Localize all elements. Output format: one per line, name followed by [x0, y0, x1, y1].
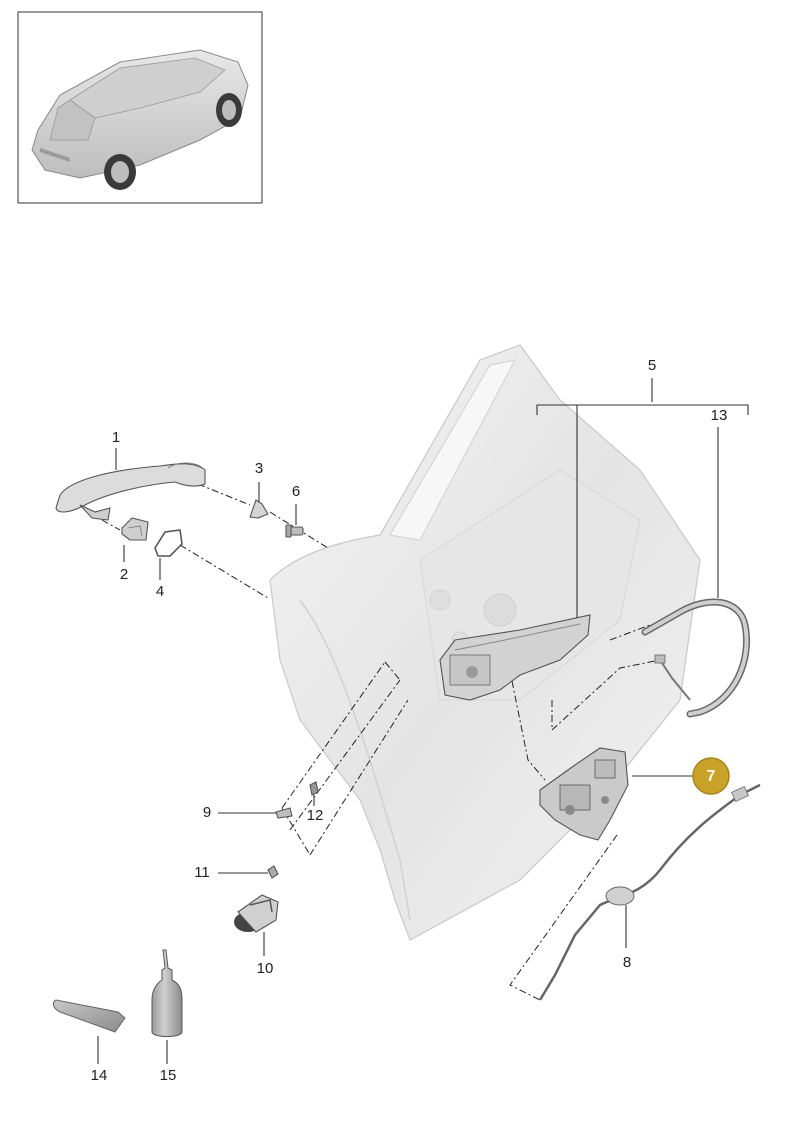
part-door-lock[interactable] — [539, 747, 629, 841]
callout-8[interactable]: 8 — [623, 954, 631, 971]
callout-10[interactable]: 10 — [257, 960, 274, 977]
callout-12[interactable]: 12 — [307, 807, 324, 824]
assembly-lines — [101, 483, 661, 1001]
part-screw-11[interactable] — [267, 865, 279, 879]
callout-1[interactable]: 1 — [112, 429, 120, 446]
part-bracket[interactable] — [249, 499, 269, 519]
callout-4[interactable]: 4 — [156, 583, 164, 600]
part-tube-14[interactable] — [52, 999, 126, 1033]
part-striker[interactable] — [234, 894, 279, 933]
part-bowden-cable-lock[interactable] — [538, 783, 761, 1001]
callout-15[interactable]: 15 — [160, 1067, 177, 1084]
callout-2[interactable]: 2 — [120, 566, 128, 583]
callout-13[interactable]: 13 — [711, 407, 728, 424]
part-gasket[interactable] — [154, 529, 183, 557]
suv-illustration — [31, 49, 249, 190]
leader-lines — [97, 378, 749, 1064]
part-clip-9[interactable] — [275, 807, 293, 819]
callout-6[interactable]: 6 — [292, 483, 300, 500]
part-handle-carrier[interactable] — [439, 614, 591, 701]
callout-11[interactable]: 11 — [194, 864, 210, 881]
part-screw[interactable] — [285, 524, 304, 538]
callout-14[interactable]: 14 — [91, 1067, 108, 1084]
callout-7-highlight[interactable]: 7 — [692, 757, 730, 795]
callout-labels: 1 2 3 4 5 6 8 9 10 11 12 13 14 15 7 — [91, 357, 730, 1084]
part-screw-12[interactable] — [309, 781, 319, 796]
callout-7: 7 — [707, 768, 716, 785]
callout-3[interactable]: 3 — [255, 460, 263, 477]
callout-9[interactable]: 9 — [203, 804, 211, 821]
vehicle-thumbnail — [17, 11, 263, 204]
highlight-badge — [692, 757, 730, 795]
part-bowden-cable-handle[interactable] — [641, 598, 750, 718]
part-door-handle[interactable] — [55, 462, 206, 521]
part-handle-cap[interactable] — [121, 517, 149, 541]
part-bottle-15[interactable] — [151, 949, 183, 1037]
callout-5[interactable]: 5 — [648, 357, 656, 374]
